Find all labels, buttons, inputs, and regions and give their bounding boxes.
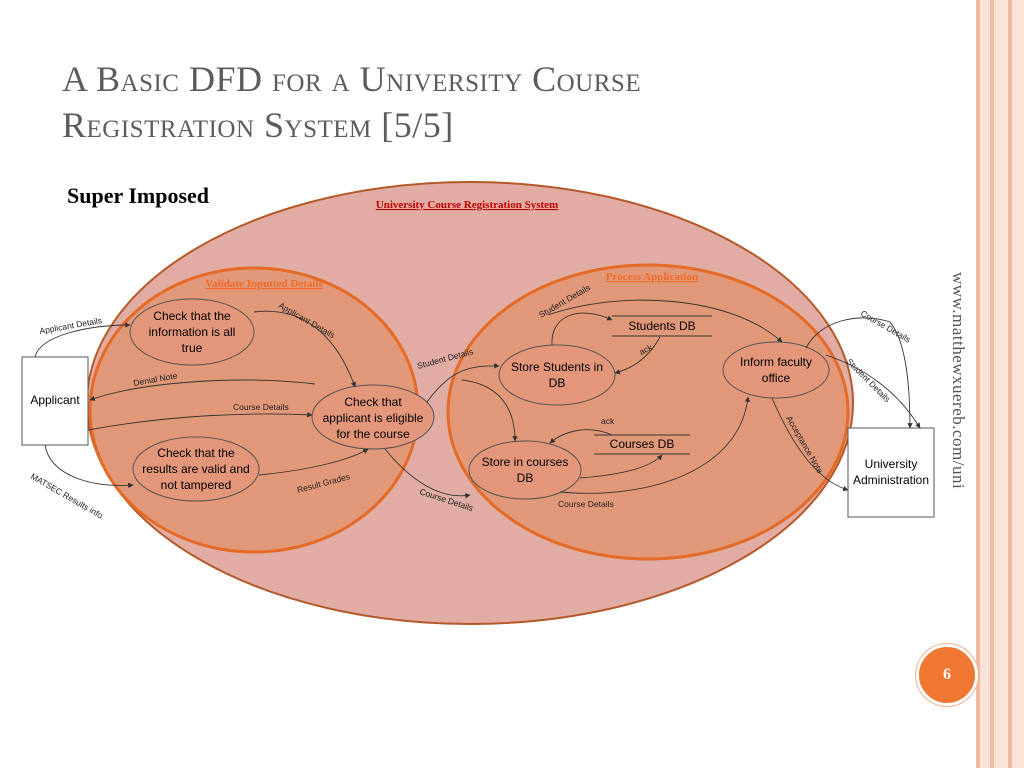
- store-students-line-1: Store Students in: [511, 360, 603, 374]
- slide-title-line-1: A Basic DFD for a University Course: [62, 59, 642, 99]
- store-courses-line-2: DB: [517, 471, 534, 485]
- students-db-label: Students DB: [628, 319, 695, 333]
- flow-eligible-course-details: [384, 448, 471, 499]
- applicant-entity: [21, 356, 89, 446]
- label-matsec: MATSEC Results info: [29, 471, 105, 521]
- courses-db-label: Courses DB: [610, 437, 675, 451]
- check-info-line-3: true: [182, 341, 203, 355]
- flow-result-grades: [258, 448, 369, 476]
- flow-inform-acceptance-admin: [771, 397, 849, 492]
- check-eligible-line-1: Check that: [344, 395, 402, 409]
- flow-inform-student-details-admin: [825, 354, 921, 429]
- slide-title: A Basic DFD for a University Course Regi…: [62, 56, 942, 148]
- page-number: 6: [943, 666, 951, 683]
- flow-check-info-to-eligible: [253, 310, 356, 388]
- store-courses-line-1: Store in courses: [482, 455, 569, 469]
- process-store-courses: [468, 440, 582, 500]
- flow-eligible-to-store-students: [426, 363, 500, 403]
- courses-db-store: Courses DB: [594, 434, 690, 455]
- side-url: www.matthewxuereb.com/uni: [949, 272, 968, 490]
- flow-applicant-to-check-info: [34, 322, 131, 358]
- inform-faculty-line-2: office: [762, 371, 791, 385]
- check-eligible-line-3: for the course: [336, 427, 410, 441]
- flow-eligible-to-store-courses: [461, 379, 518, 442]
- process-store-students: [498, 344, 616, 406]
- flow-course-details-applicant: [87, 412, 313, 431]
- process-label: Process Application: [606, 271, 698, 283]
- flow-inform-course-details-admin: [805, 317, 913, 429]
- flow-matsec: [44, 444, 134, 489]
- check-results-line-3: not tampered: [161, 478, 232, 492]
- inform-faculty-line-1: Inform faculty: [740, 355, 812, 369]
- check-results-line-1: Check that the: [157, 446, 235, 460]
- process-check-results: [132, 436, 260, 502]
- flow-student-details-to-inform: [547, 299, 783, 343]
- flow-store-students-to-db: [551, 312, 613, 346]
- flow-denial-note: [89, 379, 316, 401]
- process-boundary: [446, 263, 850, 561]
- admin-label-line-1: University: [865, 457, 918, 471]
- flow-courses-ack: [549, 429, 613, 444]
- label-course-details-3: Course Details: [558, 499, 614, 509]
- system-label: University Course Registration System: [376, 199, 558, 211]
- process-check-info: [129, 298, 255, 366]
- flow-store-courses-to-inform: [559, 396, 751, 494]
- students-db-store: Students DB: [612, 315, 712, 337]
- check-eligible-line-2: applicant is eligible: [323, 411, 424, 425]
- applicant-label: Applicant: [30, 393, 80, 407]
- side-stripes: [976, 0, 1024, 768]
- slide-title-line-2: Registration System [5/5]: [62, 105, 454, 145]
- admin-label-line-2: Administration: [853, 473, 929, 487]
- check-info-line-1: Check that the: [153, 309, 231, 323]
- flow-store-students-ack: [614, 336, 661, 375]
- flow-store-courses-to-db: [579, 454, 663, 479]
- university-admin-entity: [847, 427, 935, 518]
- label-ack-2: ack: [601, 416, 615, 426]
- check-info-line-2: information is all: [149, 325, 236, 339]
- label-course-details-4: Course Details: [859, 308, 912, 345]
- label-course-details-1: Course Details: [233, 402, 289, 412]
- validate-label: Validate Inputted Details: [205, 278, 323, 290]
- page-number-badge: 6: [916, 644, 978, 706]
- store-students-line-2: DB: [549, 376, 566, 390]
- process-inform-faculty: [722, 341, 830, 399]
- subtitle: Super Imposed: [67, 183, 210, 208]
- check-results-line-2: results are valid and: [142, 462, 249, 476]
